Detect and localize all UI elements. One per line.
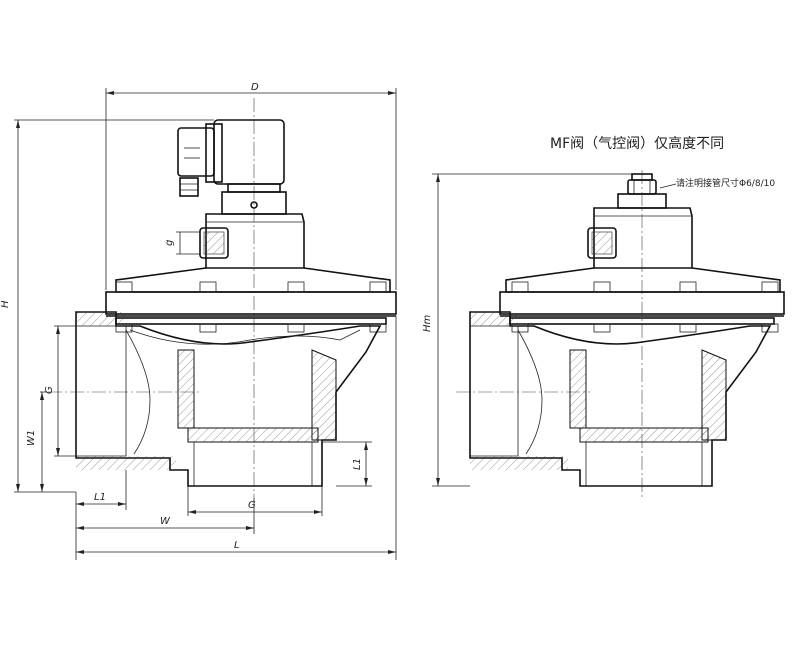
- dim-G-left-label: G: [44, 386, 55, 394]
- left-body-section: [75, 311, 382, 487]
- right-body-section: [469, 311, 772, 487]
- drawing-title: MF阀（气控阀）仅高度不同: [550, 135, 724, 152]
- left-flange: [105, 281, 397, 333]
- fitting-note: 请注明接管尺寸Φ6/8/10: [676, 177, 775, 189]
- dim-L-label: L: [234, 540, 240, 551]
- left-bonnet: [115, 213, 391, 293]
- solenoid-coil: [177, 119, 287, 215]
- dim-g-label: g: [164, 240, 175, 246]
- dim-G-bottom-label: G: [248, 500, 256, 511]
- dim-W-label: W: [160, 516, 171, 527]
- left-dimensions: D H g G W1 L1 L1 G: [0, 82, 397, 560]
- left-valve-view: [48, 98, 397, 498]
- dim-H-label: H: [0, 300, 11, 308]
- dim-L1-left-label: L1: [94, 492, 106, 503]
- right-valve-view: 请注明接管尺寸Φ6/8/10: [422, 170, 785, 498]
- right-flange: [499, 281, 785, 333]
- air-fitting: [617, 173, 677, 209]
- dim-Hm-label: Hm: [422, 314, 433, 332]
- right-bonnet: [505, 207, 781, 293]
- dim-L1-right-label: L1: [352, 458, 363, 470]
- dim-W1-label: W1: [26, 430, 37, 446]
- dim-D-label: D: [251, 82, 259, 93]
- right-dimensions: Hm: [422, 173, 632, 487]
